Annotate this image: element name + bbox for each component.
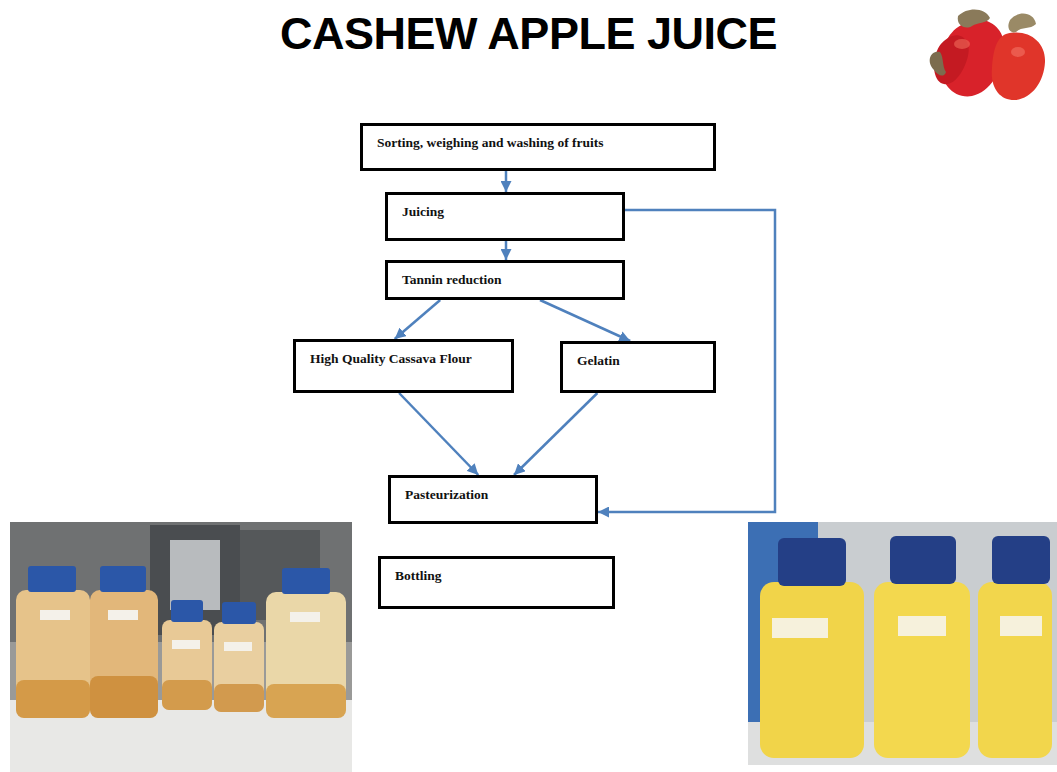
juice-photo-right-part (992, 536, 1050, 584)
juice-photo-left-part (222, 602, 256, 624)
juice-photo-left (10, 522, 352, 772)
cashew-icon-part (954, 39, 970, 49)
juice-photo-left-part (266, 684, 346, 718)
juice-photo-left-part (172, 640, 200, 649)
juice-photo-right-part (772, 618, 828, 638)
flow-arrow (540, 300, 630, 341)
juice-photo-right-part (978, 582, 1052, 758)
juice-photo-right-part (898, 616, 946, 636)
juice-photo-right (748, 522, 1057, 765)
cashew-icon-part (1011, 47, 1025, 57)
step-label: Gelatin (563, 344, 713, 375)
juice-photo-left-part (266, 592, 346, 718)
juice-photo-left-part (10, 522, 352, 772)
cashew-icon-part (958, 9, 990, 27)
flow-arrow (514, 393, 597, 475)
juice-photo-right-part (1000, 616, 1042, 636)
process-box: Pasteurization (388, 475, 598, 524)
juice-photo-left-part (214, 684, 264, 712)
cashew-icon-part (992, 33, 1045, 100)
process-box: Gelatin (560, 341, 716, 393)
juice-photo-left-part (28, 566, 76, 592)
juice-photo-right-part (778, 538, 846, 586)
juice-photo-left-part (162, 620, 212, 710)
flow-arrow (505, 241, 508, 260)
juice-photo-left-part (282, 568, 330, 594)
flow-arrow (399, 393, 478, 475)
juice-photo-left-part (16, 590, 90, 718)
step-label: High Quality Cassava Flour (296, 342, 511, 373)
juice-photo-left-part (214, 622, 264, 712)
step-label: Tannin reduction (388, 263, 622, 294)
juice-photo-left-part (16, 680, 90, 718)
step-label: Juicing (388, 195, 622, 226)
cashew-icon (930, 9, 1045, 100)
process-box: Tannin reduction (385, 260, 625, 300)
cashew-icon-part (1008, 14, 1036, 33)
juice-photo-left-part (162, 680, 212, 710)
flow-arrow (395, 300, 441, 339)
flow-arrow (505, 171, 508, 192)
juice-photo-right-part (890, 536, 956, 584)
juice-photo-left-part (171, 600, 203, 622)
juice-photo-right-part (748, 522, 1057, 765)
diagram-title: CASHEW APPLE JUICE (0, 8, 1057, 60)
process-box: High Quality Cassava Flour (293, 339, 514, 393)
cashew-icon-part (930, 52, 946, 76)
juice-photo-left-part (290, 612, 320, 622)
step-label: Pasteurization (391, 478, 595, 509)
process-box: Bottling (378, 556, 615, 609)
juice-photo-left-part (224, 642, 252, 651)
juice-photo-left-part (108, 610, 138, 620)
juice-photo-left-part (90, 676, 158, 718)
juice-photo-right-part (760, 582, 864, 758)
juice-photo-right-part (874, 582, 970, 758)
step-label: Sorting, weighing and washing of fruits (363, 126, 713, 157)
juice-photo-left-part (90, 590, 158, 718)
process-box: Juicing (385, 192, 625, 241)
juice-photo-left-part (100, 566, 146, 592)
process-box: Sorting, weighing and washing of fruits (360, 123, 716, 171)
juice-photo-left-part (40, 610, 70, 620)
juice-photo-left-part (170, 540, 220, 610)
step-label: Bottling (381, 559, 612, 590)
